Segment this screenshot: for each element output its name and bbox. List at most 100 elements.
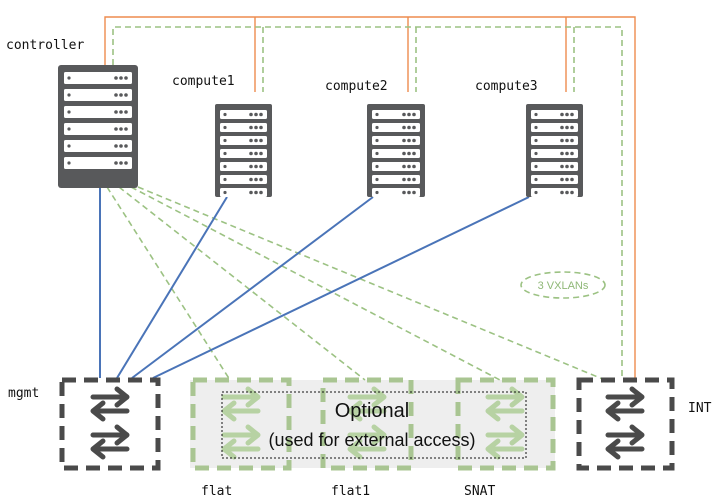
drive-led xyxy=(534,151,538,156)
drive-led xyxy=(407,164,411,169)
drive-bay xyxy=(372,136,420,145)
drive-led xyxy=(223,151,227,156)
drive-bay xyxy=(64,72,132,84)
drive-led xyxy=(560,190,564,195)
drive-led xyxy=(560,138,564,143)
drive-bay xyxy=(64,106,132,118)
drive-led xyxy=(534,164,538,169)
drive-led xyxy=(67,76,71,80)
drive-bay xyxy=(220,188,267,197)
drive-led xyxy=(259,177,263,182)
optional-title: Optional xyxy=(335,400,410,422)
drive-led xyxy=(249,151,253,156)
drive-led xyxy=(565,112,569,117)
drive-led xyxy=(254,125,258,130)
drive-led xyxy=(254,112,258,117)
drive-led xyxy=(407,177,411,182)
drive-led xyxy=(249,138,253,143)
drive-led xyxy=(570,125,574,130)
drive-led xyxy=(565,151,569,156)
controller-label: controller xyxy=(6,38,84,53)
drive-bay xyxy=(64,123,132,135)
drive-led xyxy=(534,112,538,117)
drive-led xyxy=(114,110,118,114)
drive-led xyxy=(124,127,128,131)
drive-led xyxy=(402,138,406,143)
drive-bay xyxy=(64,140,132,152)
drive-led xyxy=(407,190,411,195)
drive-led xyxy=(412,125,416,130)
drive-led xyxy=(254,138,258,143)
vxlan-badge: 3 VXLANs xyxy=(520,271,606,299)
drive-led xyxy=(534,125,538,130)
drive-led xyxy=(534,138,538,143)
drive-led xyxy=(249,125,253,130)
drive-led xyxy=(223,177,227,182)
drive-led xyxy=(259,190,263,195)
drive-led xyxy=(570,112,574,117)
drive-led xyxy=(560,177,564,182)
drive-led xyxy=(565,164,569,169)
drive-led xyxy=(565,177,569,182)
drive-bay xyxy=(531,162,578,171)
drive-bay xyxy=(372,188,420,197)
drive-bay xyxy=(531,175,578,184)
drive-led xyxy=(375,125,379,130)
drive-led xyxy=(375,151,379,156)
flat1-label: flat1 xyxy=(331,484,370,499)
drive-led xyxy=(223,138,227,143)
drive-led xyxy=(375,138,379,143)
int-switch-icon xyxy=(576,377,675,471)
drive-led xyxy=(259,138,263,143)
drive-led xyxy=(560,112,564,117)
drive-led xyxy=(249,112,253,117)
drive-led xyxy=(565,125,569,130)
drive-bay xyxy=(220,136,267,145)
drive-led xyxy=(119,93,123,97)
drive-led xyxy=(254,190,258,195)
drive-led xyxy=(254,177,258,182)
drive-led xyxy=(249,190,253,195)
drive-bay xyxy=(372,175,420,184)
drive-led xyxy=(570,138,574,143)
optional-subtitle: (used for external access) xyxy=(268,430,475,450)
drive-bay xyxy=(64,157,132,169)
vxlan-links xyxy=(106,26,623,381)
drive-led xyxy=(67,161,71,165)
drive-led xyxy=(114,76,118,80)
drive-led xyxy=(249,177,253,182)
drive-led xyxy=(119,144,123,148)
drive-bay xyxy=(372,110,420,119)
drive-bay xyxy=(531,188,578,197)
optional-caption-box xyxy=(221,391,527,459)
drive-bay xyxy=(372,123,420,132)
drive-led xyxy=(67,127,71,131)
drive-led xyxy=(407,151,411,156)
drive-led xyxy=(119,127,123,131)
drive-bay xyxy=(220,162,267,171)
drive-led xyxy=(114,144,118,148)
drive-led xyxy=(407,125,411,130)
drive-led xyxy=(402,190,406,195)
drive-led xyxy=(565,190,569,195)
drive-led xyxy=(254,164,258,169)
drive-led xyxy=(402,125,406,130)
drive-led xyxy=(560,151,564,156)
drive-led xyxy=(407,138,411,143)
drive-led xyxy=(534,177,538,182)
drive-led xyxy=(259,151,263,156)
compute1-label: compute1 xyxy=(172,74,235,89)
drive-led xyxy=(402,177,406,182)
drive-led xyxy=(254,151,258,156)
drive-led xyxy=(114,127,118,131)
flat1-switch-icon xyxy=(320,377,414,471)
drive-led xyxy=(119,76,123,80)
drive-led xyxy=(124,93,128,97)
drive-led xyxy=(119,161,123,165)
drive-led xyxy=(570,164,574,169)
drive-led xyxy=(412,177,416,182)
drive-bay xyxy=(220,149,267,158)
drive-led xyxy=(67,144,71,148)
